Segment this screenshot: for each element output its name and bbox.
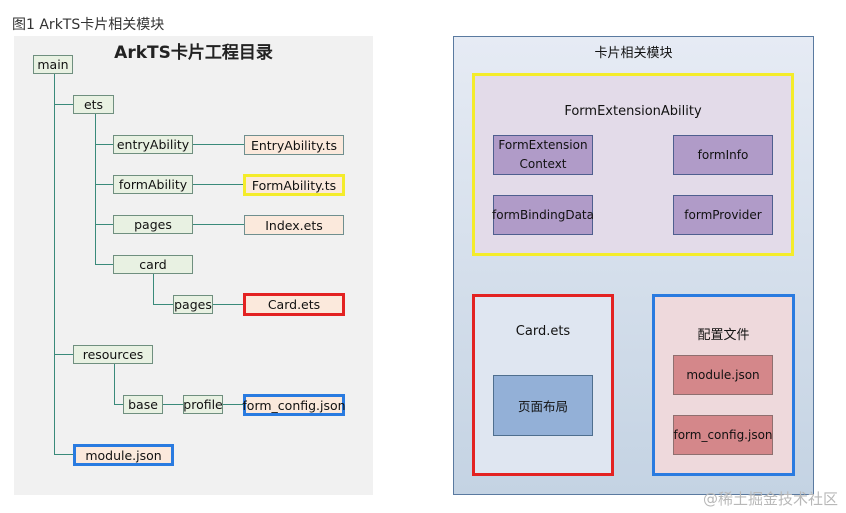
card-ets-title: Card.ets bbox=[515, 324, 571, 339]
tree-connector bbox=[114, 404, 123, 405]
figure-caption: 图1 ArkTS卡片相关模块 bbox=[12, 17, 165, 33]
form-info-box: formInfo bbox=[673, 135, 773, 175]
page-layout-box: 页面布局 bbox=[493, 375, 593, 436]
folder-entryability: entryAbility bbox=[113, 135, 193, 154]
config-files-title: 配置文件 bbox=[697, 328, 750, 343]
folder-card-pages: pages bbox=[173, 295, 213, 314]
form-provider-box: formProvider bbox=[673, 195, 773, 235]
form-extension-context-box: FormExtension Context bbox=[493, 135, 593, 175]
tree-connector bbox=[213, 304, 244, 305]
file-entryability-ts: EntryAbility.ts bbox=[244, 135, 344, 155]
file-card-ets: Card.ets bbox=[243, 293, 345, 316]
tree-connector bbox=[153, 274, 154, 305]
tree-connector bbox=[193, 184, 244, 185]
form-extension-context-line2: Context bbox=[519, 157, 567, 171]
tree-connector bbox=[114, 364, 115, 405]
project-directory-title: ArkTS卡片工程目录 bbox=[114, 43, 273, 63]
folder-profile: profile bbox=[183, 395, 223, 414]
watermark: @稀土掘金技术社区 bbox=[702, 490, 838, 508]
tree-connector bbox=[95, 184, 113, 185]
tree-connector bbox=[223, 404, 244, 405]
tree-connector bbox=[54, 74, 55, 455]
tree-connector bbox=[54, 104, 74, 105]
form-config-json-box: form_config.json bbox=[673, 415, 773, 455]
folder-ets: ets bbox=[73, 95, 114, 114]
tree-connector bbox=[95, 224, 113, 225]
form-extension-ability-title: FormExtensionAbility bbox=[564, 104, 702, 119]
folder-pages: pages bbox=[113, 215, 193, 234]
module-json-box: module.json bbox=[673, 355, 773, 395]
tree-connector bbox=[153, 304, 173, 305]
tree-connector bbox=[54, 454, 74, 455]
tree-connector bbox=[193, 224, 244, 225]
file-form-config-json: form_config.json bbox=[242, 394, 346, 416]
form-extension-context-line1: FormExtension bbox=[498, 138, 588, 153]
file-module-json: module.json bbox=[73, 444, 174, 466]
tree-connector bbox=[95, 264, 113, 265]
folder-base: base bbox=[123, 395, 163, 414]
folder-formability: formAbility bbox=[113, 175, 193, 194]
folder-resources: resources bbox=[73, 345, 153, 364]
file-index-ets: Index.ets bbox=[244, 215, 344, 235]
card-modules-title: 卡片相关模块 bbox=[594, 46, 673, 61]
folder-card: card bbox=[113, 255, 193, 274]
tree-connector bbox=[193, 144, 244, 145]
file-formability-ts: FormAbility.ts bbox=[243, 174, 345, 196]
folder-main: main bbox=[33, 55, 73, 74]
tree-connector bbox=[54, 354, 74, 355]
tree-connector bbox=[163, 404, 183, 405]
form-binding-data-box: formBindingData bbox=[492, 195, 594, 235]
tree-connector bbox=[95, 114, 96, 265]
tree-connector bbox=[95, 144, 113, 145]
